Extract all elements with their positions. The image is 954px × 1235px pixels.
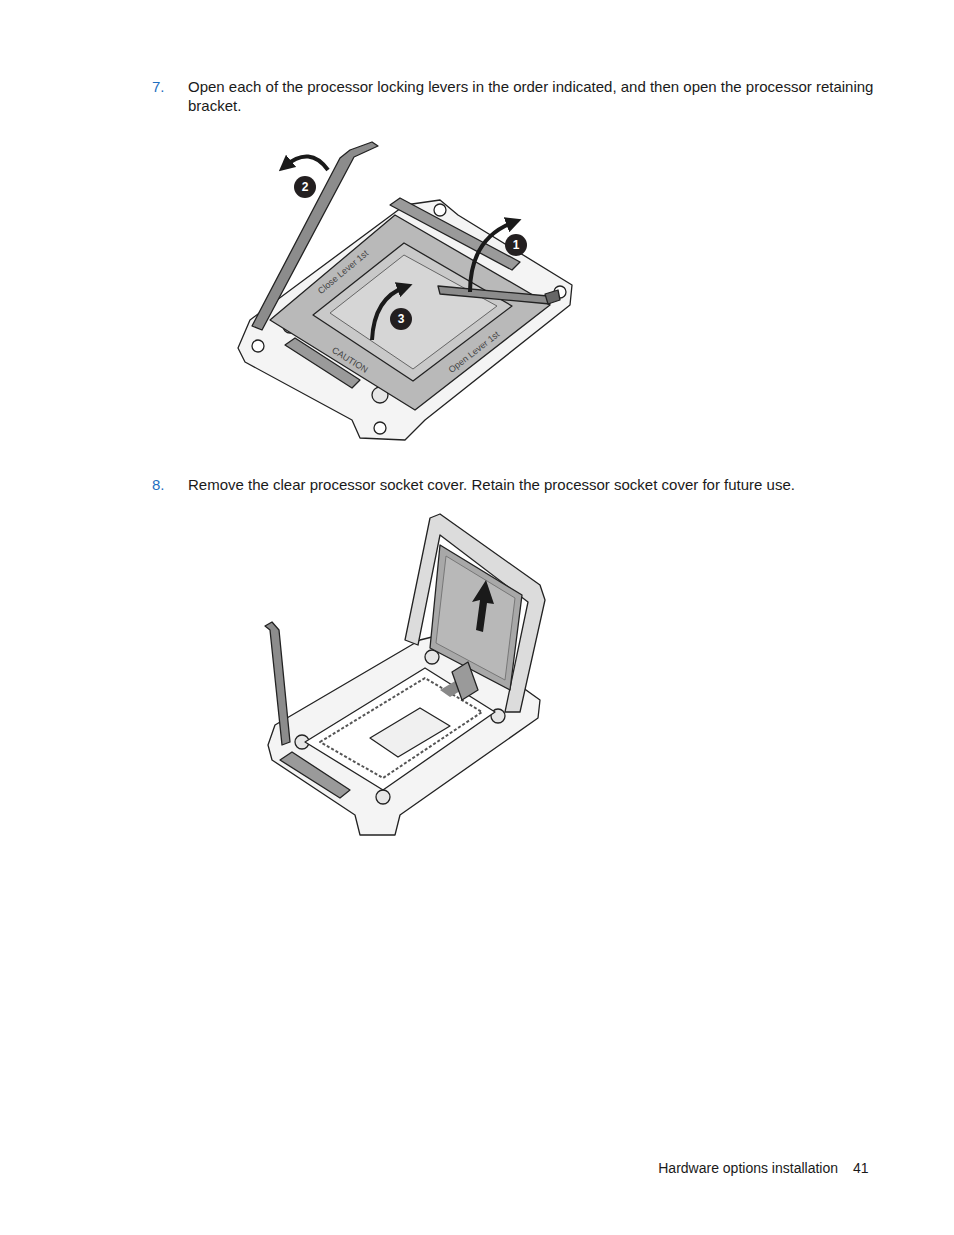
step-number: 8. — [152, 475, 165, 494]
page-number: 41 — [853, 1159, 869, 1177]
callout-number: 1 — [505, 234, 527, 256]
step-text: Remove the clear processor socket cover.… — [188, 475, 880, 494]
lift-arrow — [472, 580, 494, 632]
callout-text: 3 — [398, 313, 405, 325]
callout-circle-fill — [505, 234, 527, 256]
callout-circle-fill — [294, 176, 316, 198]
callout-number: 2 — [294, 176, 316, 198]
callout-circle-fill — [390, 308, 412, 330]
step-number: 7. — [152, 77, 165, 96]
closed-socket — [238, 142, 572, 440]
open-socket — [265, 514, 545, 835]
step-text: Open each of the processor locking lever… — [188, 77, 880, 115]
callout-number: 3 — [390, 308, 412, 330]
callout-text: 1 — [513, 239, 520, 251]
callout-text: 2 — [302, 181, 309, 193]
footer-section: Hardware options installation — [658, 1159, 838, 1177]
rotation-arrows — [285, 156, 514, 340]
